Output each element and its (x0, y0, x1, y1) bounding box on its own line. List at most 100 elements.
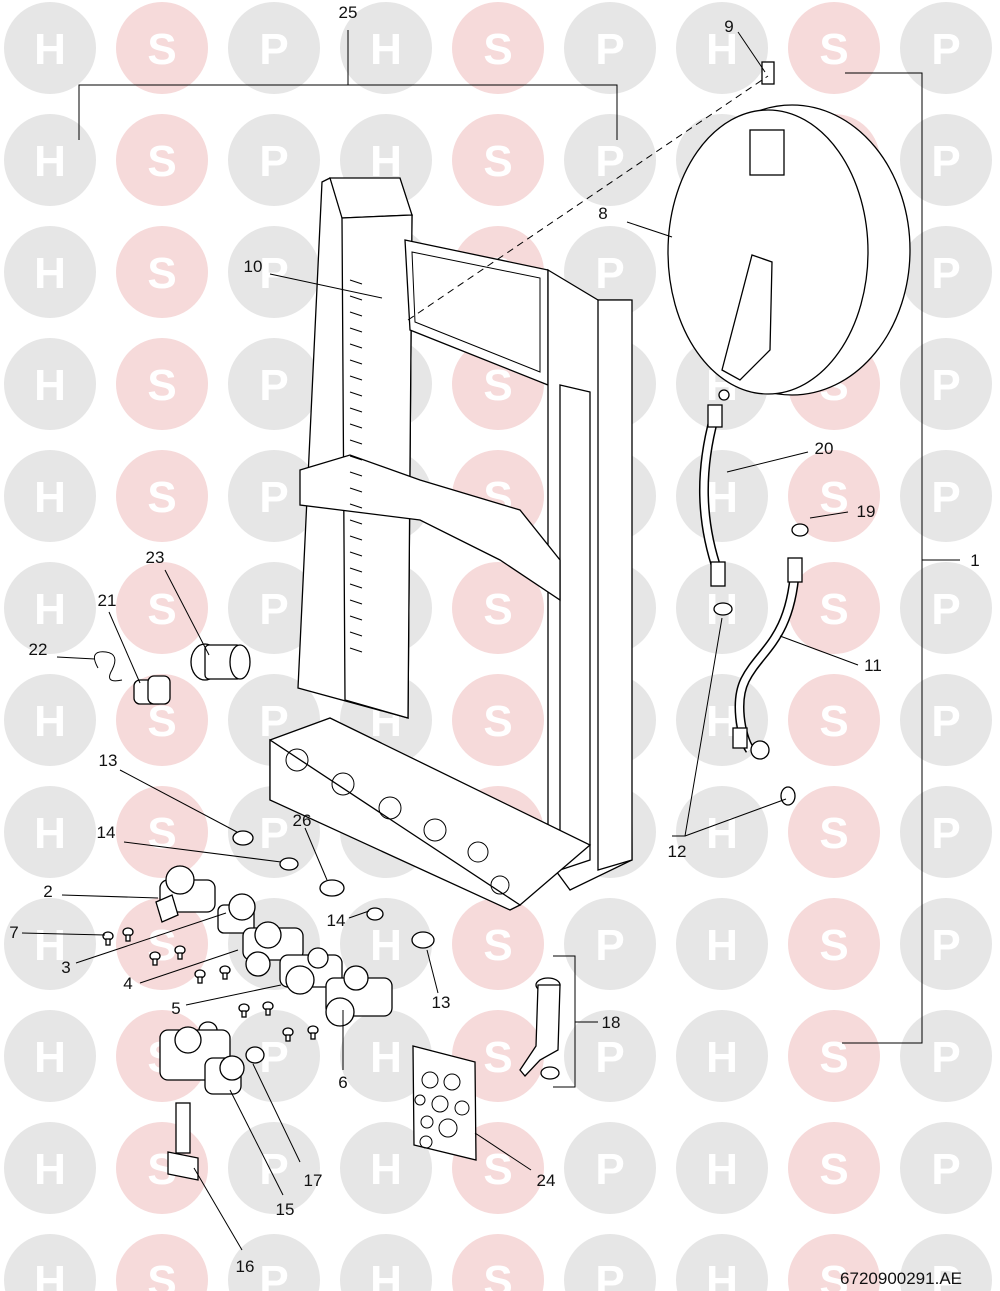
callout-1: 1 (970, 551, 979, 570)
callout-24: 24 (537, 1171, 556, 1190)
drawing-code: 6720900291.AE (840, 1269, 962, 1288)
sensor-16 (167, 1102, 199, 1181)
callout-23: 23 (146, 548, 165, 567)
spring-clip-22 (93, 651, 123, 682)
svg-text:P: P (931, 697, 960, 746)
svg-text:P: P (931, 1033, 960, 1082)
svg-text:H: H (34, 25, 66, 74)
valve-assembly (155, 865, 393, 1095)
svg-text:S: S (819, 1145, 848, 1194)
svg-text:H: H (34, 697, 66, 746)
svg-text:H: H (706, 1145, 738, 1194)
callout-16: 16 (236, 1257, 255, 1276)
svg-text:H: H (34, 809, 66, 858)
svg-text:P: P (595, 1033, 624, 1082)
part-18-fitting (519, 977, 561, 1080)
svg-text:P: P (259, 585, 288, 634)
callout-5: 5 (171, 999, 180, 1018)
svg-text:H: H (706, 809, 738, 858)
screws (102, 927, 319, 1042)
svg-text:H: H (34, 361, 66, 410)
svg-text:P: P (931, 473, 960, 522)
svg-text:S: S (819, 1257, 848, 1291)
callout-7: 7 (9, 923, 18, 942)
callout-11: 11 (864, 656, 882, 675)
svg-text:S: S (483, 1145, 512, 1194)
seal-kit-card (412, 1045, 477, 1161)
svg-text:S: S (819, 809, 848, 858)
svg-text:S: S (147, 585, 176, 634)
svg-text:S: S (147, 921, 176, 970)
callout-labels: 25 9 8 10 1 20 19 23 21 22 11 13 26 14 1… (9, 3, 979, 1276)
svg-text:P: P (595, 25, 624, 74)
svg-text:S: S (147, 697, 176, 746)
svg-text:H: H (370, 921, 402, 970)
callout-13-lower: 13 (432, 993, 451, 1012)
svg-text:P: P (259, 1257, 288, 1291)
callout-10: 10 (244, 257, 263, 276)
svg-text:S: S (147, 361, 176, 410)
svg-text:P: P (931, 1145, 960, 1194)
svg-text:S: S (483, 137, 512, 186)
callout-21: 21 (98, 591, 117, 610)
svg-text:H: H (34, 1257, 66, 1291)
svg-text:S: S (819, 585, 848, 634)
callout-26: 26 (293, 811, 312, 830)
svg-text:S: S (147, 25, 176, 74)
boiler-frame (269, 177, 633, 911)
svg-text:S: S (483, 585, 512, 634)
svg-text:P: P (259, 809, 288, 858)
svg-text:H: H (34, 249, 66, 298)
svg-text:P: P (595, 921, 624, 970)
callout-8: 8 (598, 204, 607, 223)
svg-text:P: P (931, 361, 960, 410)
expansion-vessel (667, 61, 911, 401)
svg-text:P: P (595, 137, 624, 186)
svg-text:P: P (931, 25, 960, 74)
svg-text:P: P (931, 249, 960, 298)
connector-21 (133, 675, 171, 705)
callout-14-lower: 14 (327, 911, 346, 930)
svg-text:H: H (706, 1033, 738, 1082)
svg-text:P: P (259, 361, 288, 410)
svg-text:S: S (483, 697, 512, 746)
svg-text:S: S (483, 921, 512, 970)
svg-text:P: P (595, 1145, 624, 1194)
callout-6: 6 (338, 1073, 347, 1092)
svg-text:H: H (370, 1257, 402, 1291)
svg-text:S: S (147, 1257, 176, 1291)
svg-text:P: P (595, 249, 624, 298)
svg-text:P: P (259, 25, 288, 74)
svg-text:S: S (483, 25, 512, 74)
flexible-hose-20 (698, 404, 733, 616)
svg-text:P: P (931, 1257, 960, 1291)
callout-17: 17 (304, 1171, 323, 1190)
svg-text:H: H (706, 921, 738, 970)
svg-text:H: H (706, 473, 738, 522)
svg-text:P: P (259, 473, 288, 522)
svg-text:S: S (147, 137, 176, 186)
svg-text:P: P (931, 921, 960, 970)
svg-text:S: S (147, 249, 176, 298)
callout-3: 3 (61, 958, 70, 977)
callout-13-upper: 13 (99, 751, 118, 770)
svg-text:H: H (370, 1033, 402, 1082)
svg-text:H: H (370, 25, 402, 74)
svg-text:P: P (931, 809, 960, 858)
svg-text:P: P (259, 137, 288, 186)
svg-text:P: P (931, 137, 960, 186)
callout-12: 12 (668, 842, 687, 861)
svg-text:P: P (259, 1145, 288, 1194)
svg-text:H: H (370, 1145, 402, 1194)
callout-19: 19 (857, 502, 876, 521)
svg-text:P: P (931, 585, 960, 634)
washers (198, 830, 435, 1064)
callout-20: 20 (815, 439, 834, 458)
callout-22: 22 (29, 640, 48, 659)
callout-25: 25 (339, 3, 358, 22)
svg-text:S: S (819, 921, 848, 970)
leader-lines (21, 30, 960, 1251)
svg-text:H: H (34, 137, 66, 186)
connector-23 (190, 643, 251, 681)
